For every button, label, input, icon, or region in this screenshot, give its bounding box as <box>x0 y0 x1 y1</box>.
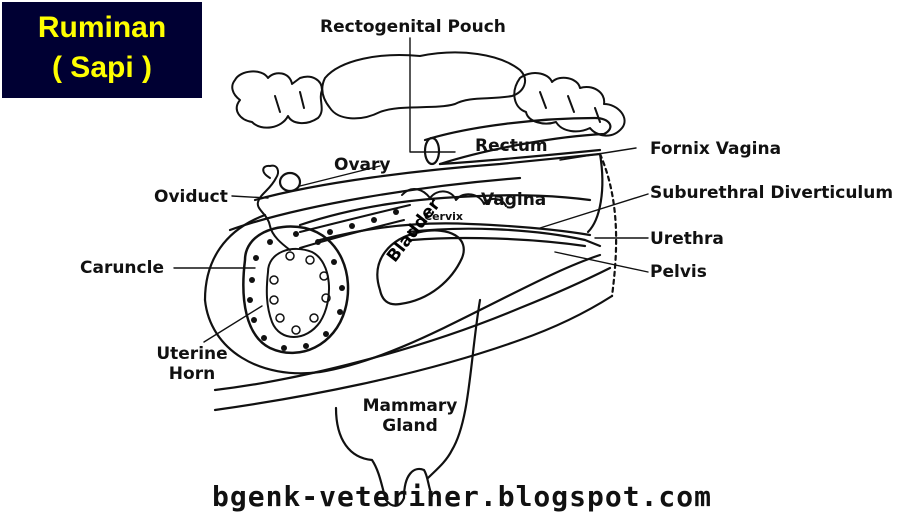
label-uterine-horn-line-1: Uterine <box>156 344 228 364</box>
label-uterine-horn-line-2: Horn <box>168 364 216 384</box>
vertebrae <box>231 51 626 137</box>
label-caruncle: Caruncle <box>80 258 164 278</box>
footer-url: bgenk-veteriner.blogspot.com <box>212 480 713 513</box>
caruncle-dots <box>247 209 399 351</box>
title-line-1: Ruminan <box>37 11 167 44</box>
label-vagina: Vagina <box>481 190 547 210</box>
title-box: Ruminan ( Sapi ) <box>2 2 202 98</box>
label-rectogenital-pouch: Rectogenital Pouch <box>320 17 506 37</box>
label-cervix: Cervix <box>424 210 463 223</box>
rectum-tube <box>423 116 612 166</box>
caruncle-circles <box>269 251 331 335</box>
bladder-outline <box>376 229 465 306</box>
label-mammary-gland-line-1: Mammary <box>362 396 458 416</box>
label-pelvis: Pelvis <box>650 262 707 282</box>
cervix-folds <box>401 188 507 207</box>
label-urethra: Urethra <box>650 229 724 249</box>
leader-lines <box>173 37 649 343</box>
mammary-gland-shape <box>334 298 482 507</box>
oviduct-coil <box>256 164 291 251</box>
label-fornix-vagina: Fornix Vagina <box>650 139 782 159</box>
tract-outline <box>203 148 618 412</box>
label-rectum: Rectum <box>475 136 548 156</box>
label-suburethral-diverticulum: Suburethral Diverticulum <box>650 183 894 203</box>
ovary-shape <box>278 171 302 193</box>
uterine-horn <box>242 204 411 355</box>
label-mammary-gland-line-2: Gland <box>382 416 438 436</box>
label-oviduct: Oviduct <box>154 187 228 207</box>
label-uterine-horn: Uterine Horn <box>152 344 232 384</box>
label-ovary: Ovary <box>334 155 391 175</box>
title-line-2: ( Sapi ) <box>51 51 152 84</box>
label-mammary-gland: Mammary Gland <box>355 396 465 436</box>
